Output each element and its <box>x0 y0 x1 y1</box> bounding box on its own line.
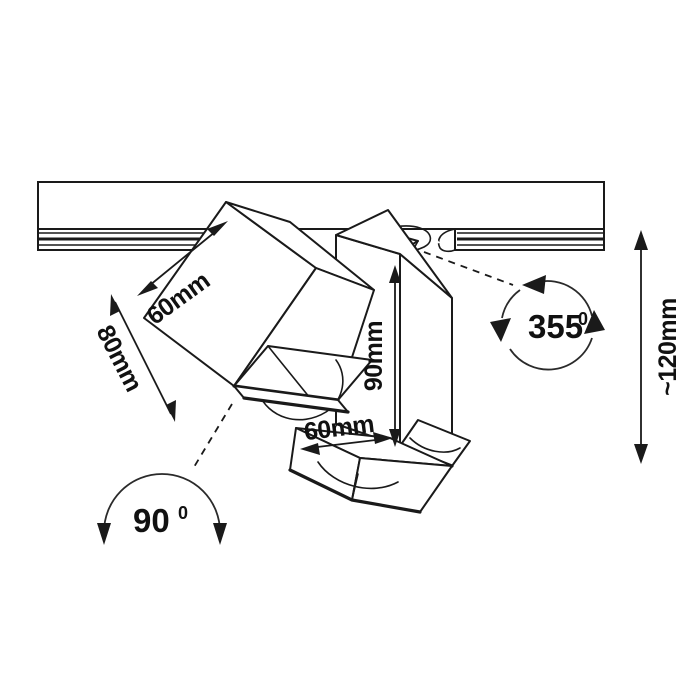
rotation-degree-symbol-90: 0 <box>178 503 188 523</box>
dimension-label-90mm: 90mm <box>360 321 388 391</box>
arrow-90-left <box>97 523 111 545</box>
dimension-120mm-overall: ~120mm <box>634 230 682 464</box>
rotation-label-90: 90 <box>133 502 170 539</box>
track-rail <box>37 181 605 253</box>
rotation-degree-symbol-355: 0 <box>578 309 588 329</box>
dimension-label-80mm: 80mm <box>91 321 148 396</box>
lower-cube-head <box>288 427 453 514</box>
arrow-355-top <box>522 275 546 294</box>
upper-cube-head <box>143 201 375 421</box>
rotation-indicator-355: 355 0 <box>423 251 605 371</box>
dimension-label-120mm: ~120mm <box>654 298 682 396</box>
arrow-355-left <box>490 318 511 342</box>
rotation-indicator-90: 90 0 <box>97 403 233 545</box>
arrow-90-right <box>213 523 227 545</box>
rotation-label-355: 355 <box>528 308 583 345</box>
arrow-355-right <box>584 310 605 334</box>
dimension-90mm: 90mm <box>360 265 401 447</box>
